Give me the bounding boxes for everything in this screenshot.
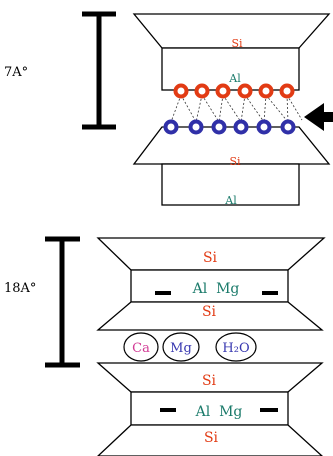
lower-al-sheet [161,163,300,206]
upper-al-mg-label: Al Mg [192,281,240,297]
lower-si-bottom-label: Si [204,430,219,446]
left-arrow-icon [304,103,333,131]
lower-si-label: Si [229,155,241,168]
water-molecule [215,332,257,362]
hydroxyl-ions-row [173,83,295,99]
lower-si-sheet [132,126,331,165]
oxygen-ions-row [163,119,296,135]
smectite-diagram: 18A° Si Al Mg Si Ca Mg H₂O Si Al Mg Si [4,236,326,456]
lower-si-top-label: Si [202,373,217,389]
negative-charge-mark [155,291,171,295]
magnesium-label: Mg [170,341,192,356]
upper-si-bottom-label: Si [202,304,217,320]
upper-octahedral-sheet [130,269,289,303]
interlayer-cations: Ca Mg H₂O [123,332,257,362]
upper-si-label: Si [231,37,243,50]
spacing-scale-bar-18 [45,236,80,368]
upper-si-bottom-sheet [96,301,324,331]
calcium-label: Ca [132,341,150,356]
hydrogen-bond-lines [170,94,303,123]
spacing-label-7: 7A° [4,65,28,80]
water-label: H₂O [222,341,249,356]
calcium-ion [123,332,159,362]
negative-charge-mark [260,408,278,412]
magnesium-ion [162,332,200,362]
negative-charge-mark [160,408,176,412]
lower-al-mg-label: Al Mg [195,404,243,420]
negative-charge-mark [262,291,278,295]
lower-si-bottom-sheet [97,424,323,456]
spacing-label-18: 18A° [4,281,36,296]
kaolinite-diagram: 7A° Si Al [4,11,333,207]
upper-al-sheet [161,47,300,91]
upper-al-label: Al [228,72,241,85]
lower-al-label: Al [224,194,237,207]
upper-si-top-label: Si [203,250,218,266]
spacing-scale-bar-7 [82,11,116,130]
